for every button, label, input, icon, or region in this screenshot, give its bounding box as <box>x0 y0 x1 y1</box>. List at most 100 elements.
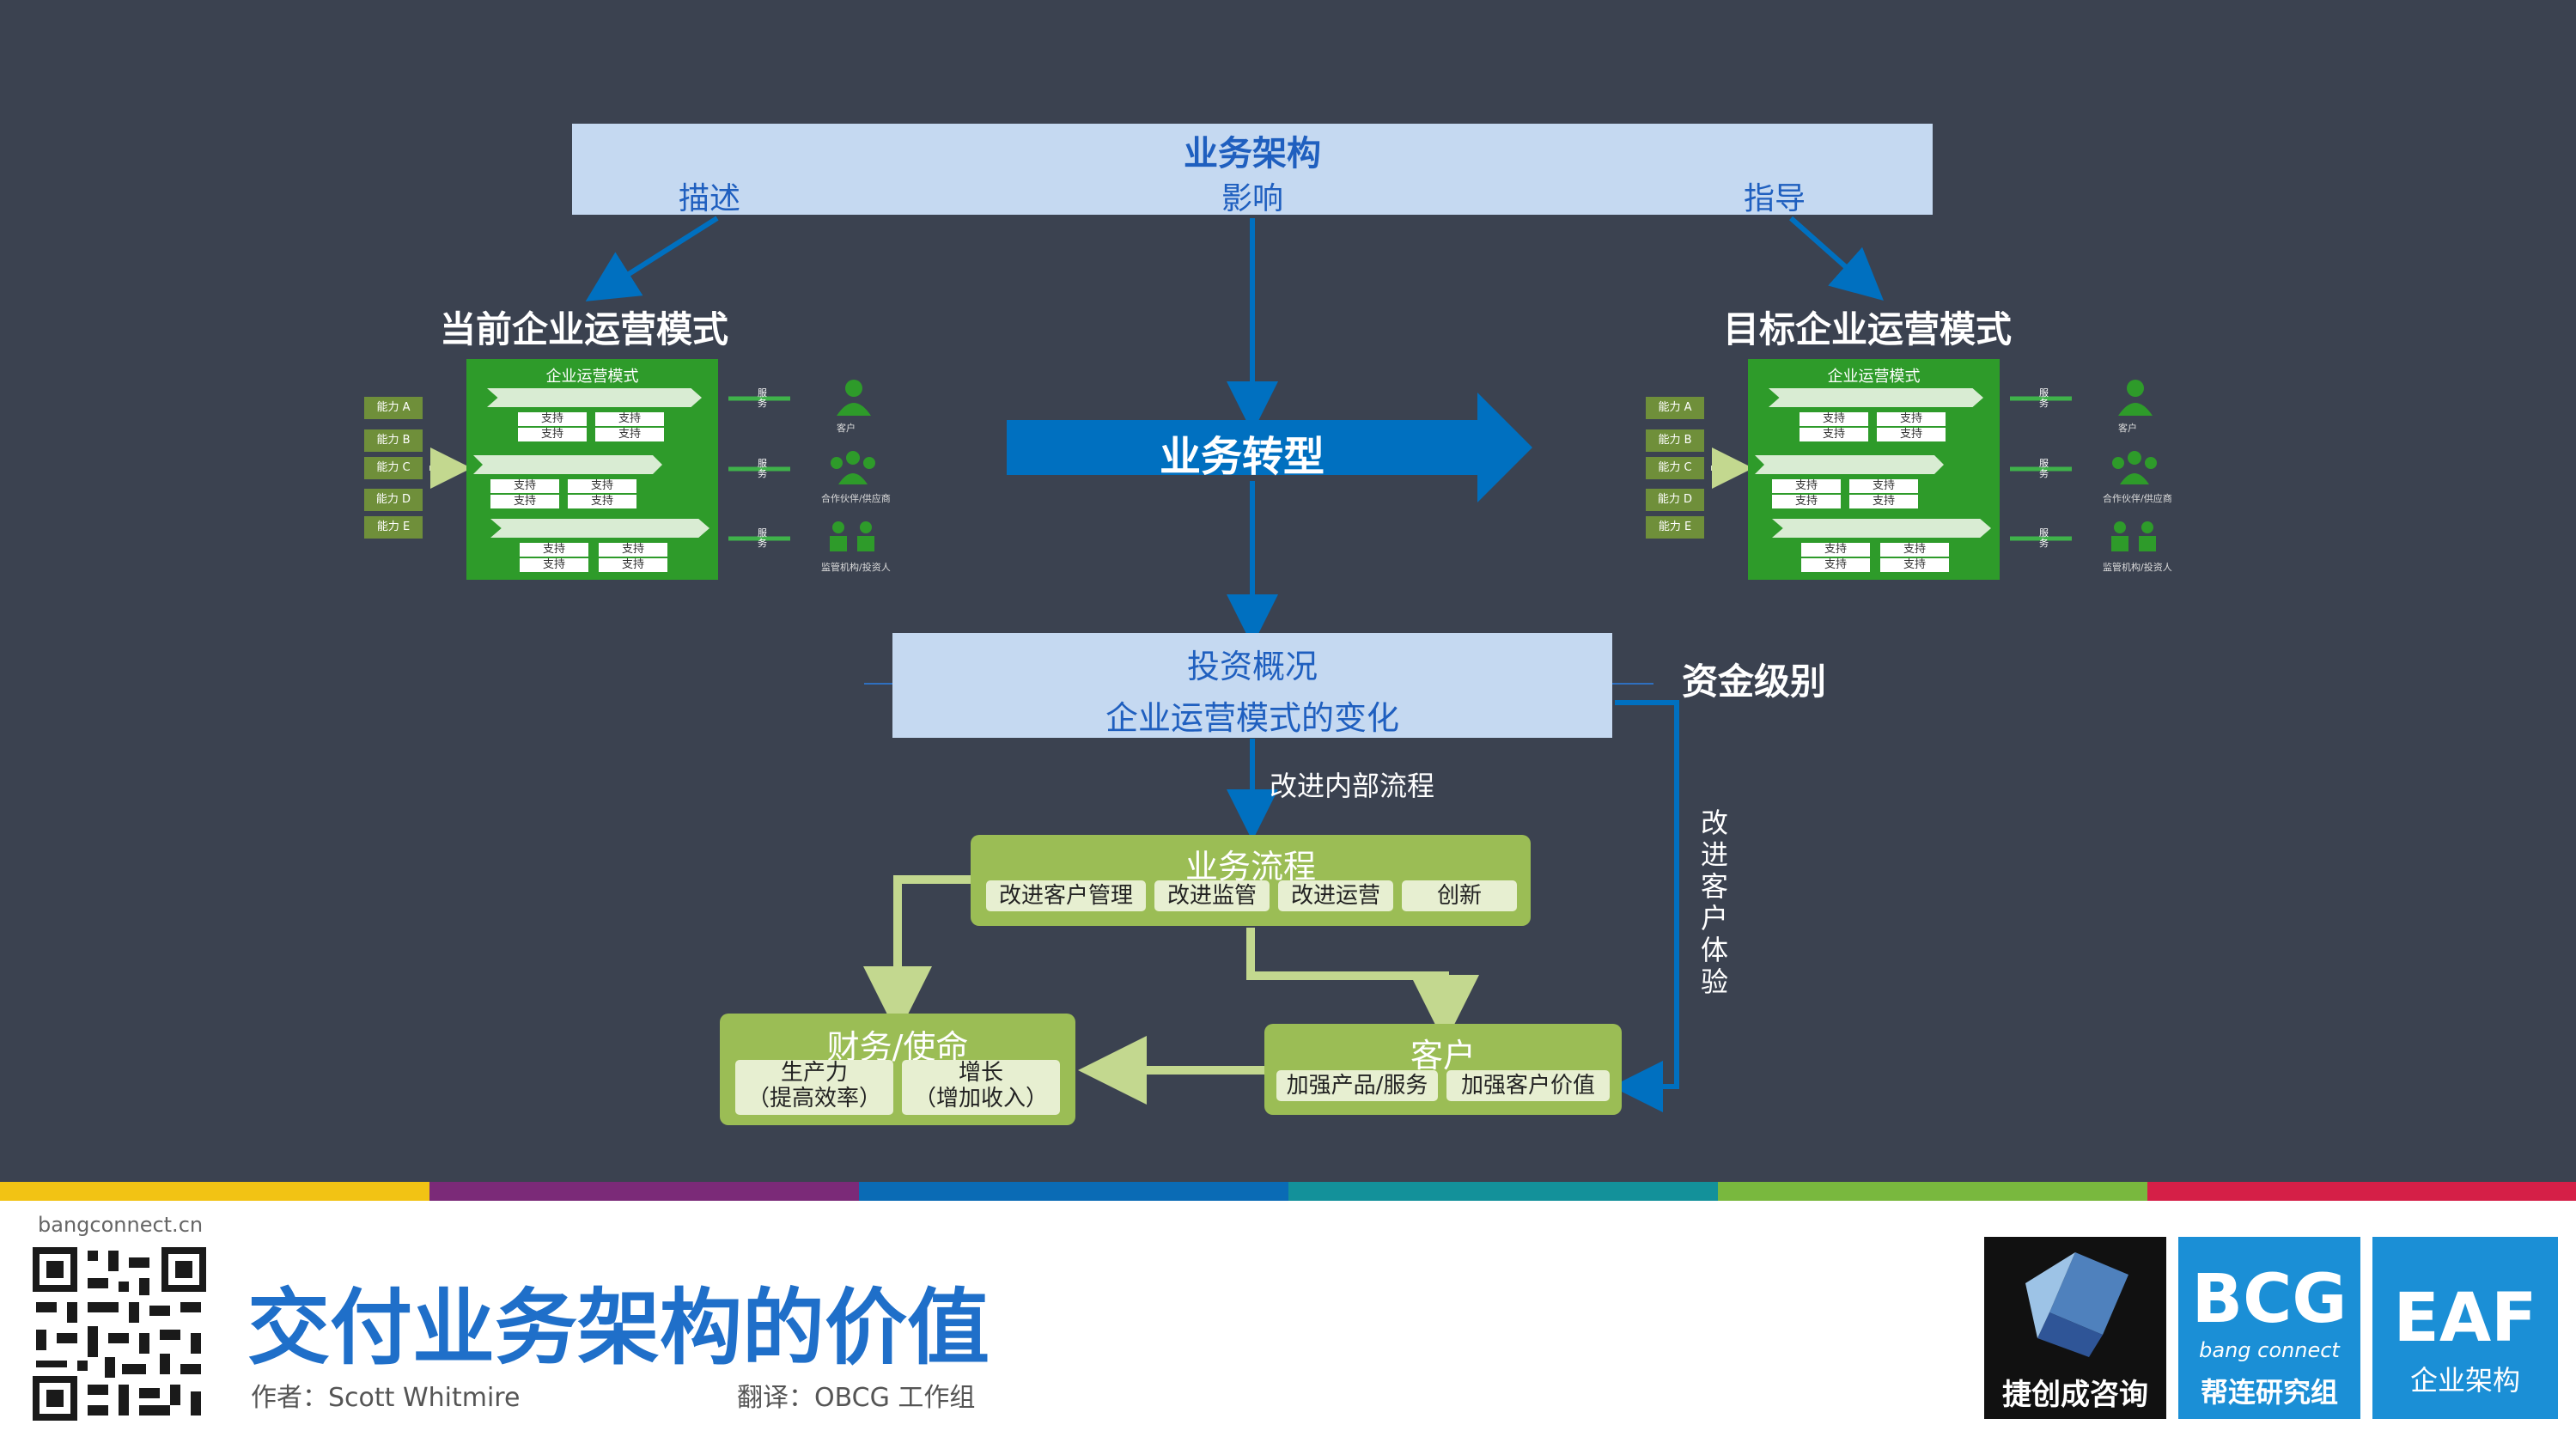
support-cell: 支持 <box>599 558 667 572</box>
service-arrows <box>728 396 2072 541</box>
blue-arrows <box>585 216 1884 1112</box>
qr-code-icon <box>33 1247 206 1421</box>
growth-item: 增长 （增加收入） <box>902 1060 1060 1115</box>
partners-icon <box>2112 451 2157 484</box>
eaf-logo-text: 企业架构 <box>2409 1364 2520 1397</box>
finance-mission-title: 财务/使命 <box>826 1028 969 1066</box>
business-architecture-box: 业务架构 描述 影响 指导 <box>572 124 1933 216</box>
bcg-logo-sub: bang connect <box>2199 1338 2340 1362</box>
color-strip-purple <box>429 1182 859 1201</box>
capability-c: 能力 C <box>1646 457 1704 479</box>
current-model-title: 当前企业运营模式 <box>440 308 729 350</box>
customer-item-value: 加强客户价值 <box>1446 1070 1610 1101</box>
green-arrows <box>863 875 1479 1105</box>
business-transformation-label: 业务转型 <box>1159 433 1325 481</box>
connector-arrows <box>429 216 2072 1112</box>
value-stream-row <box>1755 455 1944 474</box>
customer-label: 客户 <box>837 423 856 434</box>
operating-model-title: 企业运营模式 <box>1827 368 1921 386</box>
support-cell: 支持 <box>1801 558 1870 572</box>
color-strip-red <box>2147 1182 2576 1201</box>
improve-customer-experience-label: 改进客户体验 <box>1701 807 1729 998</box>
business-process-box: 业务流程 改进客户管理 改进监管 改进运营 创新 <box>971 835 1531 926</box>
operating-model-title: 企业运营模式 <box>545 368 639 386</box>
regulators-label: 监管机构/投资人 <box>821 562 891 573</box>
support-cell: 支持 <box>520 558 588 572</box>
color-strip-green <box>1718 1182 2147 1201</box>
support-cell: 支持 <box>518 412 587 426</box>
support-cell: 支持 <box>1849 479 1918 493</box>
service-label: 服务 <box>2039 458 2049 479</box>
eaf-logo: EAF 企业架构 <box>2372 1237 2558 1419</box>
process-item-innovation: 创新 <box>1402 880 1517 911</box>
process-item-customer-mgmt: 改进客户管理 <box>986 880 1146 911</box>
customer-item-products: 加强产品/服务 <box>1276 1070 1438 1101</box>
support-cell: 支持 <box>568 479 636 493</box>
process-item-regulation: 改进监管 <box>1154 880 1270 911</box>
eaf-logo-main: EAF <box>2393 1280 2537 1357</box>
customer-title: 客户 <box>1410 1037 1476 1075</box>
support-cell: 支持 <box>490 479 559 493</box>
improve-internal-process-label: 改进内部流程 <box>1270 770 1435 802</box>
support-cell: 支持 <box>599 543 667 557</box>
support-cell: 支持 <box>1800 428 1868 441</box>
support-cell: 支持 <box>1849 495 1918 508</box>
support-cell: 支持 <box>568 495 636 508</box>
support-cell: 支持 <box>1877 428 1946 441</box>
capability-b: 能力 B <box>1646 429 1704 452</box>
color-strip-teal <box>1288 1182 1718 1201</box>
capability-b: 能力 B <box>364 429 423 452</box>
support-cell: 支持 <box>1800 412 1868 426</box>
finance-mission-box: 财务/使命 生产力 （提高效率） 增长 （增加收入） <box>720 1014 1075 1125</box>
describe-label: 描述 <box>679 181 741 216</box>
support-cell: 支持 <box>518 428 587 441</box>
service-label: 服务 <box>2039 387 2049 409</box>
partners-icon <box>831 451 875 484</box>
value-stream-row <box>1772 519 1991 538</box>
productivity-item: 生产力 （提高效率） <box>735 1060 893 1115</box>
partners-label: 合作伙伴/供应商 <box>2103 493 2172 504</box>
jcc-logo-text: 捷创成咨询 <box>2002 1378 2148 1412</box>
regulators-label: 监管机构/投资人 <box>2103 562 2172 573</box>
support-cell: 支持 <box>520 543 588 557</box>
support-cell: 支持 <box>490 495 559 508</box>
support-cell: 支持 <box>1880 543 1949 557</box>
capability-e: 能力 E <box>1646 516 1704 539</box>
service-label: 服务 <box>758 387 767 409</box>
capability-a: 能力 A <box>364 397 423 419</box>
support-cell: 支持 <box>1880 558 1949 572</box>
page-title: 交付业务架构的价值 <box>247 1280 990 1376</box>
operating-model-change-label: 企业运营模式的变化 <box>1105 699 1399 737</box>
value-stream-row <box>490 519 709 538</box>
color-strip-yellow <box>0 1182 429 1201</box>
operating-model-box: 企业运营模式 支持 支持 支持 支持 支持 支持 支持 支持 支持 支持 支持 … <box>1748 359 2000 580</box>
bcg-logo: BCG bang connect 帮连研究组 <box>2178 1237 2360 1419</box>
growth-note: （增加收入） <box>913 1086 1048 1111</box>
business-process-title: 业务流程 <box>1184 848 1316 886</box>
support-cell: 支持 <box>1877 412 1946 426</box>
capability-c: 能力 C <box>364 457 423 479</box>
site-url[interactable]: bangconnect.cn <box>38 1213 204 1237</box>
capability-a: 能力 A <box>1646 397 1704 419</box>
service-label: 服务 <box>2039 527 2049 549</box>
guide-label: 指导 <box>1744 181 1806 216</box>
support-cell: 支持 <box>1772 495 1841 508</box>
productivity-label: 生产力 <box>780 1060 848 1086</box>
process-item-operations: 改进运营 <box>1278 880 1393 911</box>
service-label: 服务 <box>758 458 767 479</box>
service-label: 服务 <box>758 527 767 549</box>
capability-e: 能力 E <box>364 516 423 539</box>
jcc-consulting-logo: 捷创成咨询 <box>1984 1237 2166 1419</box>
business-architecture-title: 业务架构 <box>1184 134 1321 174</box>
productivity-note: （提高效率） <box>746 1086 881 1111</box>
bcg-logo-text: 帮连研究组 <box>2200 1376 2338 1409</box>
investment-overview-label: 投资概况 <box>1186 648 1318 685</box>
customer-label: 客户 <box>2118 423 2137 434</box>
regulators-icon <box>2111 521 2156 551</box>
target-model-title: 目标企业运营模式 <box>1723 308 2013 350</box>
translator-credit: 翻译：OBCG 工作组 <box>737 1383 976 1413</box>
business-transformation-arrow <box>1007 393 1532 502</box>
regulators-icon <box>830 521 874 551</box>
bcg-logo-main: BCG <box>2191 1261 2348 1338</box>
operating-model-box: 企业运营模式 支持 支持 支持 支持 支持 支持 支持 支持 支持 支持 支持 … <box>466 359 718 580</box>
